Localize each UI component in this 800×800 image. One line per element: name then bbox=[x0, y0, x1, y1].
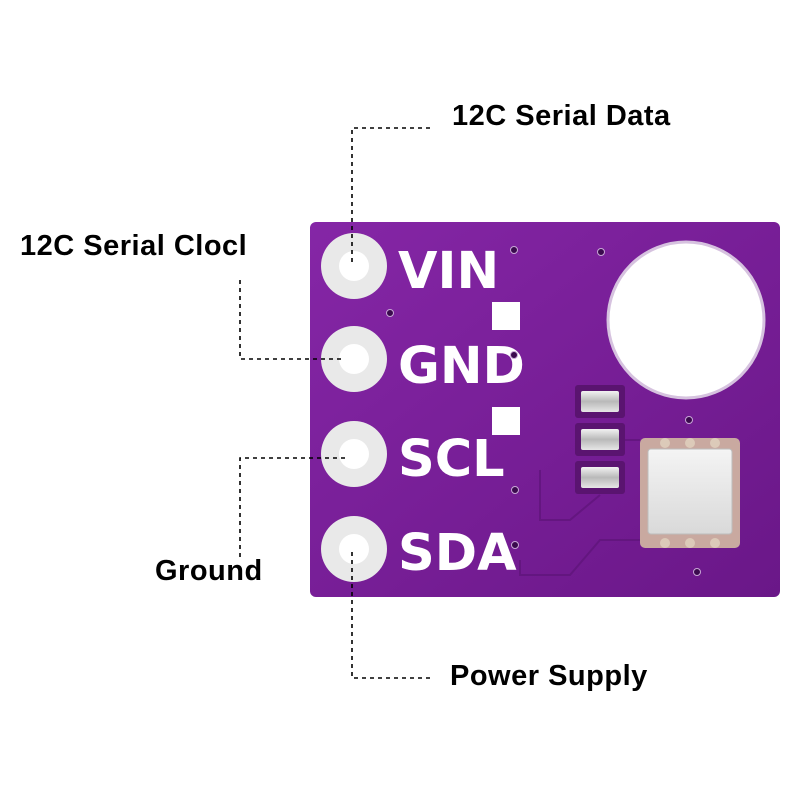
smd-components bbox=[575, 385, 625, 494]
leader-serial-clock bbox=[239, 280, 345, 360]
leader-ground bbox=[239, 457, 345, 560]
pin-label-gnd: GND bbox=[398, 337, 525, 396]
callout-ground: Ground bbox=[155, 555, 263, 587]
sensor-chip bbox=[640, 438, 740, 548]
square-pad bbox=[492, 407, 520, 435]
vias bbox=[386, 246, 701, 576]
callout-power-supply: Power Supply bbox=[450, 660, 648, 692]
pin-holes bbox=[321, 233, 387, 582]
mounting-hole bbox=[606, 240, 766, 400]
leader-lines bbox=[239, 127, 430, 679]
callout-serial-data: 12C Serial Data bbox=[452, 100, 671, 132]
square-pad bbox=[492, 302, 520, 330]
leader-power-supply bbox=[351, 552, 430, 679]
callout-serial-clock: 12C Serial Clocl bbox=[20, 230, 248, 262]
pin-label-scl: SCL bbox=[398, 430, 505, 489]
pin-label-sda: SDA bbox=[398, 524, 517, 583]
pin-label-vin: VIN bbox=[398, 242, 499, 301]
leader-serial-data bbox=[351, 127, 430, 262]
